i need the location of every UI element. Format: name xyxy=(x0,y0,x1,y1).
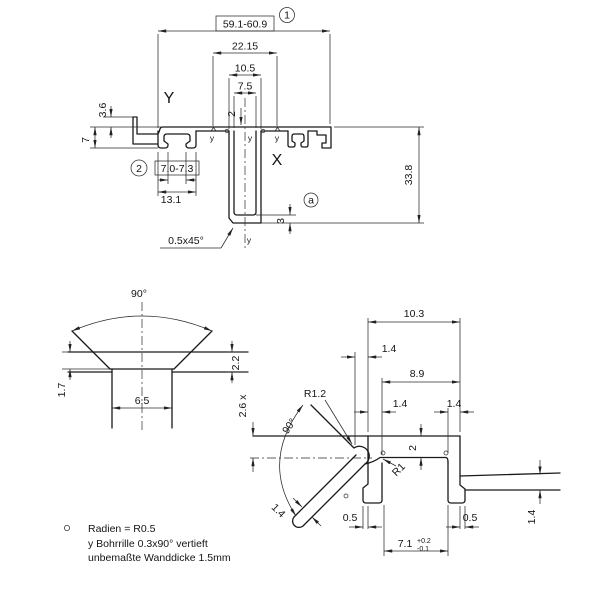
dim-wall-bottom: 1.4 xyxy=(526,510,538,525)
section-label-y: Y xyxy=(164,90,175,107)
dim-slot-width: 13.1 xyxy=(161,194,182,206)
groove-mark-2: y xyxy=(248,133,253,143)
radius-bullet-icon xyxy=(64,525,70,531)
tolerance-frame-overall xyxy=(215,15,275,32)
note-wall-thickness: unbemaßte Wanddicke 1.5mm xyxy=(88,552,231,564)
detail-view-countersink: 90° 1.7 2.2 6.5 xyxy=(56,288,249,432)
groove-mark-4: y xyxy=(247,235,252,245)
dim-plate-thickness: 2.2 xyxy=(230,356,242,371)
dim-total-height: 33.8 xyxy=(403,165,415,186)
groove-mark-3: y xyxy=(275,133,280,143)
countersink-geometry xyxy=(67,302,249,432)
note-drill-groove: y Bohrrille 0.3x90° vertieft xyxy=(88,538,208,550)
dim-slot-mouth: 7.1 xyxy=(398,538,413,550)
dim-channel-outer: 10.5 xyxy=(235,63,256,75)
dim-profile-height: 7 xyxy=(80,137,92,143)
dim-slot-inner: 8.9 xyxy=(410,368,425,380)
dim-wall-left: 1.4 xyxy=(393,398,408,410)
dim-end-lip: 3.6 xyxy=(97,103,109,118)
dim-channel-inner: 7.5 xyxy=(238,81,253,93)
countersink-dimensions xyxy=(62,341,248,410)
dim-wall-right: 1.4 xyxy=(447,398,462,410)
balloon-2-label: 2 xyxy=(136,163,142,175)
radius-tip: R1.2 xyxy=(304,388,326,400)
profile-outline xyxy=(132,98,332,250)
balloon-a-circle xyxy=(303,192,319,208)
groove-angle: 90° xyxy=(280,416,299,436)
dim-chamfer-left: 0.5 xyxy=(343,512,358,524)
tolerance-frame-slot xyxy=(154,160,200,176)
drawing-notes: Radien = R0.5 y Bohrrille 0.3x90° vertie… xyxy=(64,523,231,564)
radius-corner: R1 xyxy=(390,461,408,479)
dim-pitch: 22.15 xyxy=(232,41,258,53)
dim-floor-thickness: 3 xyxy=(275,218,287,224)
note-radii: Radien = R0.5 xyxy=(88,523,156,535)
dim-overall-width: 59.1-60.9 xyxy=(223,19,268,31)
dim-chamfer-right: 0.5 xyxy=(463,512,478,524)
dim-hole-width: 6.5 xyxy=(135,395,150,407)
slot-geometry xyxy=(250,404,561,529)
countersink-angle: 90° xyxy=(131,288,147,300)
dim-lip-height: 2 xyxy=(407,445,419,451)
balloon-a-label: a xyxy=(308,195,314,207)
slot-extension-lines xyxy=(354,318,466,556)
chamfer-note: 0.5x45° xyxy=(168,235,204,247)
dim-countersink-depth: 1.7 xyxy=(56,383,68,398)
tolerance-plus: +0.2 xyxy=(417,538,431,545)
section-label-x: X xyxy=(272,152,283,169)
tolerance-minus: -0.1 xyxy=(417,546,429,553)
main-dimension-lines xyxy=(93,29,421,249)
dim-wall-top: 1.4 xyxy=(382,343,397,355)
dim-groove-depth: 2 xyxy=(226,111,238,117)
main-profile-view: 59.1-60.9 1 22.15 10.5 7.5 2 Y 3.6 7 2 7… xyxy=(80,7,424,250)
slot-dimension-lines xyxy=(251,320,542,553)
balloon-1-circle xyxy=(279,7,295,23)
dim-slot-outer: 10.3 xyxy=(404,308,425,320)
detail-view-slot: 10.3 1.4 8.9 1.4 1.4 2 2.6 x R1.2 90° R1… xyxy=(237,308,561,556)
dim-edge-offset: 2.6 x xyxy=(237,394,249,418)
dim-groove-width: 1.4 xyxy=(269,501,288,520)
balloon-1-label: 1 xyxy=(284,10,290,22)
main-extension-lines xyxy=(90,34,424,224)
groove-mark-1: y xyxy=(210,133,215,143)
balloon-2-circle xyxy=(130,159,148,177)
dim-slot-mouth: 7.0-7.3 xyxy=(161,163,194,175)
